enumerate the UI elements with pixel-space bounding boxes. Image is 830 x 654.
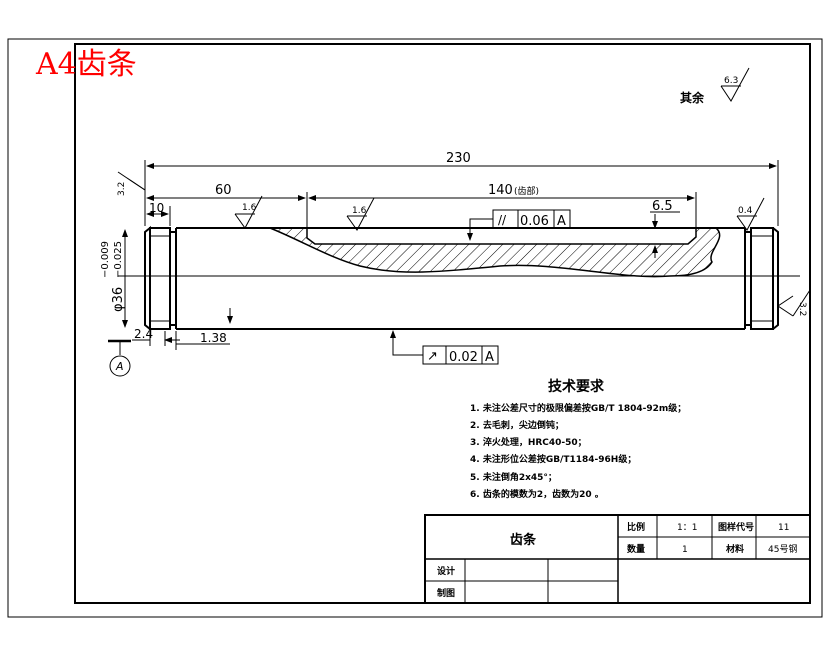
part-name: 齿条 [510, 532, 537, 548]
material-label: 材料 [725, 543, 744, 555]
roughness-left-value: 3.2 [117, 182, 127, 196]
drawing-label: 制图 [437, 587, 455, 599]
roughness-rack-value: 1.6 [352, 206, 367, 216]
roughness-other-label: 其余 [680, 90, 705, 105]
chamfer-lines [150, 235, 773, 322]
note-item: 5. 未注倒角2x45°； [470, 471, 557, 483]
runout-value: 0.02 [449, 350, 478, 365]
watermark-title: A4齿条 [35, 47, 137, 82]
dim-groove-depth-value: 1.38 [200, 331, 227, 345]
roughness-right-symbol [777, 289, 811, 317]
dim-diameter-tol-upper: −0.009 [100, 241, 111, 278]
dim-tooth-depth [650, 211, 680, 258]
roughness-groove-value: 0.4 [738, 206, 753, 216]
notes-title: 技术要求 [548, 378, 605, 395]
drawing-no-value: 11 [778, 523, 789, 533]
parallelism-value: 0.06 [520, 214, 549, 229]
dim-left-segment-value: 60 [215, 183, 232, 198]
roughness-other-symbol [720, 67, 750, 102]
roughness-shaft-value: 1.6 [242, 203, 257, 213]
roughness-rack-symbol [346, 197, 375, 231]
roughness-right-value: 3.2 [797, 302, 807, 316]
runout-datum: A [485, 350, 494, 365]
design-label: 设计 [437, 565, 455, 577]
note-item: 3. 淬火处理，HRC40-50； [470, 436, 587, 448]
dim-groove-depth [175, 308, 233, 350]
parallelism-frame [467, 209, 571, 241]
drawing-no-label: 图样代号 [718, 521, 754, 533]
dim-rack-length-note: (齿部) [514, 185, 539, 197]
runout-frame [390, 330, 499, 365]
outer-border [7, 38, 823, 618]
dim-overall-value: 230 [446, 151, 471, 166]
qty-label: 数量 [627, 543, 645, 555]
rack-shaft [144, 225, 779, 332]
parallelism-symbol: // [498, 213, 507, 227]
inner-frame [74, 43, 811, 604]
dim-chamfer [132, 331, 180, 346]
title-block [424, 514, 811, 604]
dim-chamfer-value: 2.4 [134, 327, 153, 341]
dim-overall [144, 160, 779, 226]
datum-a-label: A [115, 360, 124, 373]
material-value: 45号钢 [768, 543, 797, 555]
dim-left-segment [146, 192, 308, 228]
dim-groove-width [146, 206, 171, 226]
dim-diameter-tol-lower: −0.025 [113, 241, 124, 278]
roughness-shaft-symbol [234, 195, 263, 229]
dim-groove-width-value: 10 [149, 201, 164, 215]
note-item: 2. 去毛刺，尖边倒钝； [470, 419, 564, 431]
roughness-other-value: 6.3 [724, 76, 738, 86]
qty-value: 1 [682, 545, 688, 555]
runout-symbol: ↗ [427, 349, 438, 364]
scale-value: 1：1 [677, 523, 697, 533]
datum-a-marker [108, 339, 131, 377]
scale-label: 比例 [627, 521, 645, 533]
rack-section-hatch [269, 227, 721, 278]
note-item: 6. 齿条的模数为2，齿数为20 。 [470, 488, 604, 500]
note-item: 4. 未注形位公差按GB/T1184-96H级； [470, 453, 636, 465]
roughness-left-symbol [117, 171, 146, 191]
roughness-groove-symbol [736, 197, 765, 231]
dim-tooth-depth-value: 6.5 [652, 199, 673, 214]
dim-rack-length [308, 192, 697, 228]
note-item: 1. 未注公差尺寸的极限偏差按GB/T 1804-92m级； [470, 402, 686, 414]
parallelism-datum: A [557, 214, 566, 229]
dim-rack-length-value: 140 [488, 183, 513, 198]
dim-diameter-value: φ36 [111, 287, 126, 312]
